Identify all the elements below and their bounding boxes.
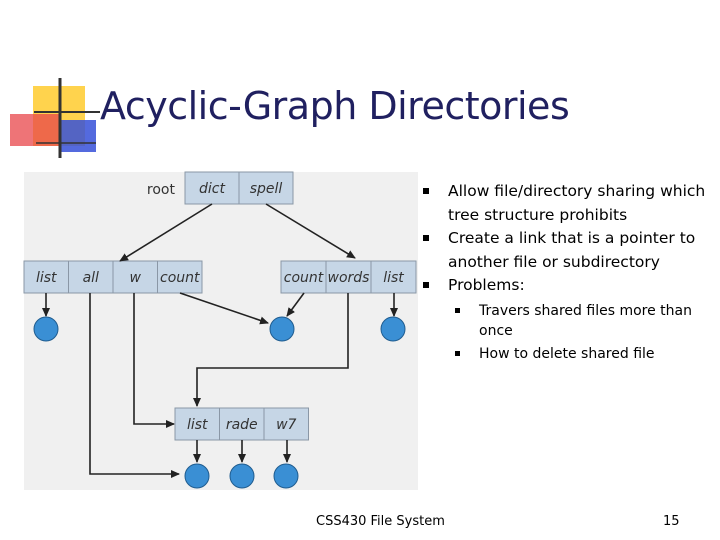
root-dir-cell [238, 171, 294, 205]
root-label: root [147, 182, 176, 198]
bullet-text: Create a link that is a pointer to anoth… [448, 229, 696, 271]
bottom-dir-cell [263, 407, 309, 441]
edge-count-right-to-shared [286, 292, 305, 317]
bullet-marker [423, 282, 429, 288]
left-dir-label: count [160, 270, 200, 286]
bottom-dir-label: list [187, 417, 208, 433]
file-node [33, 316, 59, 342]
bottom-dir-cell [219, 407, 265, 441]
bottom-dir-cell [174, 407, 220, 441]
bottom-dir-label: w7 [276, 417, 296, 433]
left-dir-label: all [83, 270, 99, 286]
root-dir-label: dict [199, 181, 225, 197]
bullet-item: Create a link that is a pointer to anoth… [420, 227, 710, 274]
footer-page-number: 15 [663, 514, 680, 529]
edge-dict-to-left [119, 203, 213, 262]
bullet-marker [423, 188, 429, 194]
sub-bullet-text: How to delete shared file [479, 345, 655, 362]
edge-all-to-shared [89, 293, 180, 478]
left-dir-label: list [36, 270, 57, 286]
left-dir-cell [157, 260, 203, 294]
sub-bullet-marker [455, 350, 460, 356]
file-node [380, 316, 406, 342]
footer-course: CSS430 File System [316, 514, 445, 529]
edge-spell-to-right [265, 203, 356, 259]
directory-edges [42, 203, 398, 478]
corner-decoration [10, 78, 100, 158]
right-dir-label: words [328, 270, 370, 286]
bullet-item: Problems: [420, 274, 710, 298]
figure-background [24, 172, 418, 490]
sub-bullet-text: Travers shared files more than once [479, 302, 692, 339]
right-dir-cell [325, 260, 372, 294]
sub-bullet-item: How to delete shared file [420, 344, 710, 364]
bullet-list: Allow file/directory sharing which tree … [420, 180, 710, 364]
edge-count-to-shared [179, 292, 269, 325]
bullet-text: Allow file/directory sharing which tree … [448, 182, 706, 224]
deco-blue-square [60, 120, 96, 152]
root-dir-label: spell [250, 181, 283, 197]
bottom-dir-label: rade [226, 417, 258, 433]
edge-words-to-bottom [193, 293, 349, 407]
file-nodes [33, 316, 406, 489]
file-node [184, 463, 210, 489]
deco-red-square [10, 114, 60, 146]
left-dir-label: w [130, 270, 142, 286]
left-dir-cell [112, 260, 158, 294]
slide-title: Acyclic-Graph Directories [100, 84, 570, 128]
bullet-text: Problems: [448, 276, 525, 294]
sub-bullet-marker [455, 307, 460, 313]
file-node [269, 316, 295, 342]
edge-w-to-bottom [133, 293, 175, 428]
bullet-item: Allow file/directory sharing which tree … [420, 180, 710, 227]
left-dir-cell [23, 260, 69, 294]
file-node [229, 463, 255, 489]
right-dir-label: list [383, 270, 404, 286]
file-node [273, 463, 299, 489]
bullet-marker [423, 235, 429, 241]
sub-bullet-item: Travers shared files more than once [420, 301, 710, 341]
right-dir-label: count [284, 270, 324, 286]
right-dir-cell [370, 260, 417, 294]
